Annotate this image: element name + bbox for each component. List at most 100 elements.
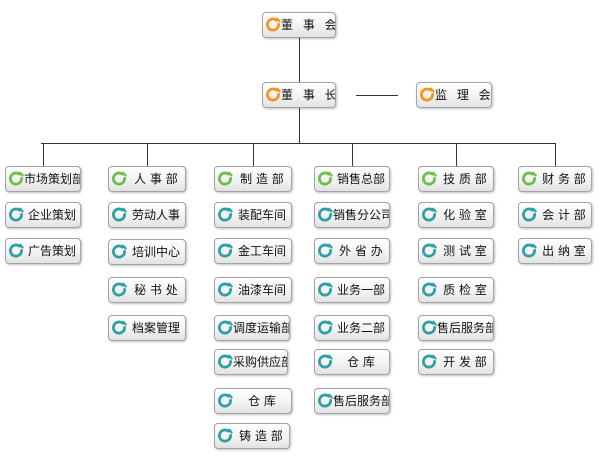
node-label: 秘 书 处 — [134, 283, 178, 297]
teal-ring-icon — [218, 282, 233, 297]
node-label: 仓 库 — [248, 394, 276, 408]
node-label: 档案管理 — [131, 321, 180, 335]
department-node-0[interactable]: 市场策划部 — [5, 166, 81, 192]
child-node-2-3[interactable]: 调度运输部 — [214, 315, 290, 341]
department-node-5[interactable]: 财 务 部 — [518, 166, 592, 192]
child-node-4-4[interactable]: 开 发 部 — [418, 349, 494, 375]
node-label: 仓 库 — [347, 355, 375, 369]
teal-ring-icon — [318, 320, 333, 335]
node-label: 化 验 室 — [443, 208, 487, 222]
teal-ring-icon — [318, 243, 333, 258]
teal-ring-icon — [218, 393, 233, 408]
green-ring-icon — [112, 171, 127, 186]
child-node-3-1[interactable]: 外 省 办 — [314, 238, 390, 264]
node-label: 质 检 室 — [443, 283, 487, 297]
teal-ring-icon — [112, 320, 127, 335]
node-label: 业务一部 — [336, 283, 385, 297]
child-node-1-1[interactable]: 培训中心 — [108, 239, 186, 265]
orange-ring-icon — [266, 17, 281, 32]
child-node-4-3[interactable]: 售后服务部 — [418, 315, 494, 341]
node-label: 劳动人事 — [131, 208, 180, 222]
teal-ring-icon — [318, 354, 333, 369]
teal-ring-icon — [9, 243, 24, 258]
child-node-0-1[interactable]: 广告策划 — [5, 238, 81, 264]
node-label: 广告策划 — [27, 244, 76, 258]
node-label: 开 发 部 — [443, 355, 487, 369]
child-node-3-2[interactable]: 业务一部 — [314, 277, 390, 303]
child-node-3-4[interactable]: 仓 库 — [314, 349, 390, 375]
department-node-4[interactable]: 技 质 部 — [418, 166, 494, 192]
node-label: 测 试 室 — [443, 244, 487, 258]
child-node-1-0[interactable]: 劳动人事 — [108, 202, 186, 228]
node-label: 培训中心 — [131, 245, 180, 259]
teal-ring-icon — [112, 282, 127, 297]
teal-ring-icon — [218, 354, 233, 369]
teal-ring-icon — [218, 428, 233, 443]
child-node-0-0[interactable]: 企业策划 — [5, 202, 81, 228]
green-ring-icon — [318, 171, 333, 186]
teal-ring-icon — [422, 320, 437, 335]
orange-ring-icon — [420, 87, 435, 102]
top-node-supervisory[interactable]: 监 理 会 — [416, 82, 492, 108]
node-label: 市场策划部 — [24, 172, 80, 186]
teal-ring-icon — [422, 282, 437, 297]
node-label: 铸 造 部 — [239, 429, 283, 443]
child-node-2-0[interactable]: 装配车间 — [214, 202, 292, 228]
node-label: 董 事 会 — [281, 18, 335, 32]
node-label: 出 纳 室 — [542, 244, 586, 258]
orange-ring-icon — [266, 87, 281, 102]
teal-ring-icon — [422, 354, 437, 369]
child-node-2-1[interactable]: 金工车间 — [214, 238, 292, 264]
top-node-chairman[interactable]: 董 事 长 — [262, 82, 336, 108]
child-node-3-3[interactable]: 业务二部 — [314, 315, 390, 341]
teal-ring-icon — [112, 244, 127, 259]
node-label: 采购供应部 — [233, 355, 287, 369]
teal-ring-icon — [522, 243, 537, 258]
child-node-3-0[interactable]: 销售分公司 — [314, 202, 390, 228]
green-ring-icon — [422, 171, 437, 186]
node-label: 售后服务部 — [333, 394, 389, 408]
child-node-4-0[interactable]: 化 验 室 — [418, 202, 494, 228]
node-label: 监 理 会 — [435, 88, 491, 102]
department-node-2[interactable]: 制 造 部 — [214, 166, 292, 192]
teal-ring-icon — [318, 393, 333, 408]
top-node-board[interactable]: 董 事 会 — [262, 12, 336, 38]
node-label: 董 事 长 — [281, 88, 335, 102]
child-node-2-6[interactable]: 铸 造 部 — [214, 423, 290, 449]
child-node-5-1[interactable]: 出 纳 室 — [518, 238, 592, 264]
department-node-3[interactable]: 销售总部 — [314, 166, 390, 192]
node-label: 调度运输部 — [233, 321, 289, 335]
node-label: 人 事 部 — [134, 172, 178, 186]
node-label: 销售总部 — [336, 172, 385, 186]
node-label: 外 省 办 — [339, 244, 383, 258]
green-ring-icon — [522, 171, 537, 186]
node-label: 销售分公司 — [333, 208, 389, 222]
teal-ring-icon — [218, 207, 233, 222]
teal-ring-icon — [9, 207, 24, 222]
node-label: 企业策划 — [27, 208, 76, 222]
child-node-2-4[interactable]: 采购供应部 — [214, 349, 288, 375]
node-label: 技 质 部 — [443, 172, 487, 186]
node-label: 业务二部 — [336, 321, 385, 335]
green-ring-icon — [9, 171, 24, 186]
child-node-5-0[interactable]: 会 计 部 — [518, 202, 592, 228]
child-node-4-1[interactable]: 测 试 室 — [418, 238, 494, 264]
child-node-1-3[interactable]: 档案管理 — [108, 315, 186, 341]
child-node-2-5[interactable]: 仓 库 — [214, 388, 292, 414]
child-node-2-2[interactable]: 油漆车间 — [214, 277, 292, 303]
node-label: 财 务 部 — [542, 172, 586, 186]
node-label: 装配车间 — [237, 208, 286, 222]
child-node-4-2[interactable]: 质 检 室 — [418, 277, 494, 303]
teal-ring-icon — [218, 320, 233, 335]
node-label: 售后服务部 — [437, 321, 493, 335]
green-ring-icon — [218, 171, 233, 186]
child-node-1-2[interactable]: 秘 书 处 — [108, 277, 186, 303]
node-label: 油漆车间 — [237, 283, 286, 297]
teal-ring-icon — [318, 207, 333, 222]
node-label: 制 造 部 — [240, 172, 284, 186]
department-node-1[interactable]: 人 事 部 — [108, 166, 186, 192]
node-label: 金工车间 — [237, 244, 286, 258]
child-node-3-5[interactable]: 售后服务部 — [314, 388, 390, 414]
teal-ring-icon — [422, 207, 437, 222]
